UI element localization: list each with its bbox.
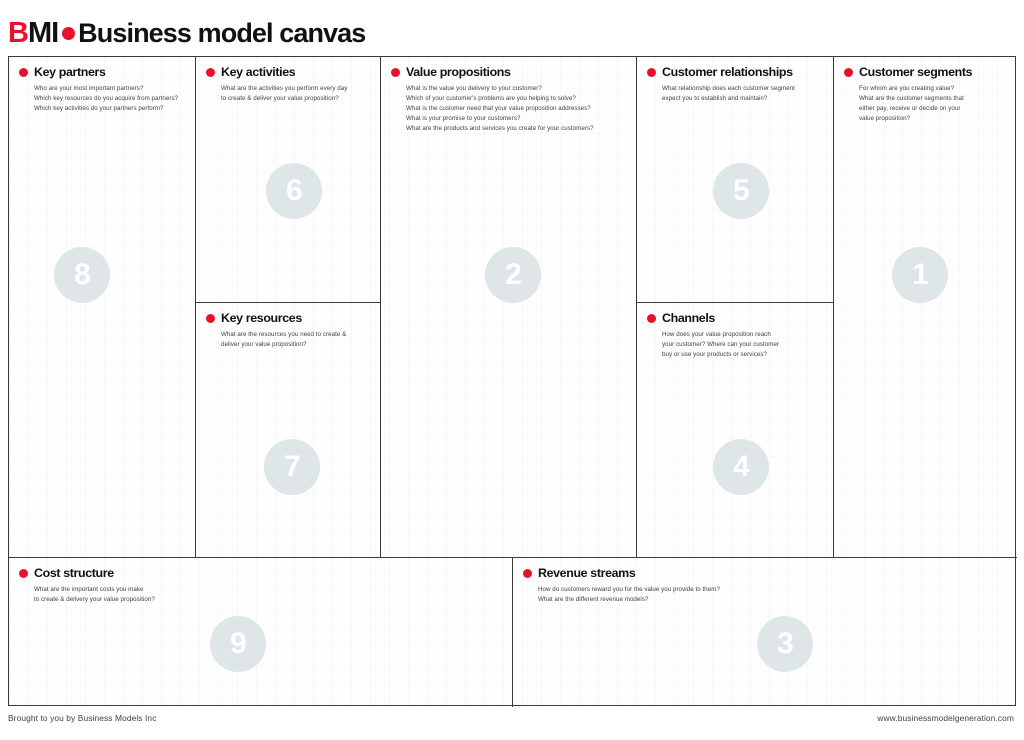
block-customer-relationships[interactable]: Customer relationships What relationship… — [637, 57, 834, 303]
logo-letters-mi: MI — [27, 16, 59, 49]
block-key-partners[interactable]: Key partners Who are your most important… — [9, 57, 196, 558]
block-key-activities[interactable]: Key activities What are the activities y… — [196, 57, 381, 303]
question-line: How does your value proposition reach — [662, 330, 771, 338]
footer-website[interactable]: www.businessmodelgeneration.com — [877, 713, 1014, 723]
block-header: Customer relationships — [647, 65, 823, 80]
block-number-badge: 8 — [54, 247, 110, 303]
question-line: deliver your value proposition? — [221, 340, 307, 348]
red-dot-icon — [19, 569, 28, 579]
red-dot-icon — [647, 314, 656, 324]
question-line: Which of your customer's problems are yo… — [406, 94, 576, 102]
question-line: What are the important costs you make — [34, 585, 144, 593]
question-line: Which key activities do your partners pe… — [34, 104, 164, 112]
block-number-badge: 3 — [757, 616, 813, 672]
red-dot-icon — [391, 68, 400, 78]
red-dot-icon — [62, 26, 76, 40]
block-title: Key activities — [221, 65, 296, 79]
block-title: Value propositions — [406, 65, 511, 79]
block-customer-segments[interactable]: Customer segments For whom are you creat… — [834, 57, 1017, 558]
question-line: to create & delivery your value proposit… — [34, 595, 155, 603]
block-questions: What are the important costs you make to… — [34, 585, 502, 605]
block-title: Revenue streams — [538, 566, 636, 580]
block-header: Key activities — [206, 65, 370, 80]
question-line: expect you to establish and maintain? — [662, 94, 768, 102]
question-line: your customer? Where can your customer — [662, 340, 780, 348]
block-cost-structure[interactable]: Cost structure What are the important co… — [9, 558, 513, 707]
red-dot-icon — [206, 314, 215, 324]
question-line: What are the activities you perform ever… — [221, 84, 348, 92]
question-line: How do customers reward you for the valu… — [538, 585, 720, 593]
question-line: What are the different revenue models? — [538, 595, 649, 603]
block-number-badge: 9 — [210, 616, 266, 672]
block-value-propositions[interactable]: Value propositions What is the value you… — [381, 57, 637, 558]
question-line: to create & deliver your value propositi… — [221, 94, 339, 102]
block-revenue-streams[interactable]: Revenue streams How do customers reward … — [513, 558, 1017, 707]
block-number-badge: 1 — [892, 247, 948, 303]
block-questions: What are the resources you need to creat… — [221, 330, 370, 350]
block-title: Cost structure — [34, 566, 114, 580]
block-header: Key resources — [206, 311, 370, 326]
block-number-badge: 5 — [713, 163, 769, 219]
red-dot-icon — [844, 68, 853, 78]
block-title: Key resources — [221, 311, 302, 325]
block-questions: What are the activities you perform ever… — [221, 84, 370, 104]
block-number-badge: 7 — [264, 439, 320, 495]
question-line: buy or use your products or services? — [662, 350, 768, 358]
block-number-badge: 6 — [266, 163, 322, 219]
block-header: Value propositions — [391, 65, 626, 80]
question-line: What are the products and services you c… — [406, 124, 594, 132]
block-questions: What is the value you delivery to your c… — [406, 84, 626, 134]
question-line: What is your promise to your customers? — [406, 114, 521, 122]
question-line: Which key resources do you acquire from … — [34, 94, 179, 102]
block-key-resources[interactable]: Key resources What are the resources you… — [196, 303, 381, 558]
logo-letter-b: B — [8, 16, 29, 49]
block-title: Customer segments — [859, 65, 973, 79]
block-questions: What relationship does each customer seg… — [662, 84, 823, 104]
page-title: Business model canvas — [78, 17, 366, 48]
block-header: Channels — [647, 311, 823, 326]
question-line: What relationship does each customer seg… — [662, 84, 795, 92]
question-line: value proposition? — [859, 114, 911, 122]
question-line: What are the resources you need to creat… — [221, 330, 347, 338]
question-line: What is the value you delivery to your c… — [406, 84, 542, 92]
block-questions: How do customers reward you for the valu… — [538, 585, 1007, 605]
question-line: For whom are you creating value? — [859, 84, 955, 92]
block-header: Cost structure — [19, 566, 502, 581]
question-line: What is the customer need that your valu… — [406, 104, 591, 112]
block-header: Key partners — [19, 65, 185, 80]
question-line: either pay, receive or decide on your — [859, 104, 961, 112]
block-title: Key partners — [34, 65, 106, 79]
red-dot-icon — [19, 68, 28, 78]
block-questions: Who are your most important partners? Wh… — [34, 84, 185, 114]
red-dot-icon — [206, 68, 215, 78]
block-number-badge: 4 — [713, 439, 769, 495]
block-title: Channels — [662, 311, 715, 325]
red-dot-icon — [523, 569, 532, 579]
header-brand: B MI Business model canvas — [8, 13, 366, 53]
question-line: Who are your most important partners? — [34, 84, 144, 92]
block-questions: For whom are you creating value? What ar… — [859, 84, 1007, 124]
block-header: Revenue streams — [523, 566, 1007, 581]
block-number-badge: 2 — [485, 247, 541, 303]
block-questions: How does your value proposition reach yo… — [662, 330, 823, 360]
block-channels[interactable]: Channels How does your value proposition… — [637, 303, 834, 558]
footer-attribution: Brought to you by Business Models Inc — [8, 713, 157, 723]
canvas-grid: Key partners Who are your most important… — [8, 56, 1017, 707]
question-line: What are the customer segments that — [859, 94, 964, 102]
red-dot-icon — [647, 68, 656, 78]
block-header: Customer segments — [844, 65, 1007, 80]
block-title: Customer relationships — [662, 65, 793, 79]
